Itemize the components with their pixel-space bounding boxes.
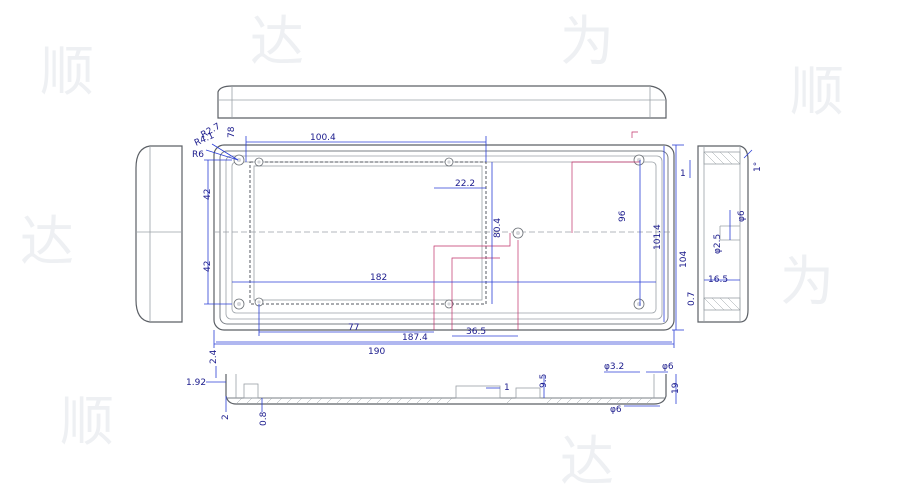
dim-101-4: 101.4 xyxy=(653,224,663,250)
bottom-section-view: 2.4 1.92 2 0.8 1 9.5 φ3.2 φ6 19 φ6 xyxy=(186,349,681,426)
watermark-char: 达 xyxy=(20,210,74,273)
dim-bottom-2: 2 xyxy=(221,414,231,420)
watermark: 顺 达 为 顺 达 为 顺 达 xyxy=(20,10,844,493)
dim-bottom-1-92: 1.92 xyxy=(186,378,206,388)
dim-bottom-phi6-bottom: φ6 xyxy=(610,405,622,415)
dim-side-16-5: 16.5 xyxy=(708,275,728,285)
watermark-char: 顺 xyxy=(60,390,114,453)
dim-side-1: 1 xyxy=(680,169,686,179)
dim-187-4: 187.4 xyxy=(402,333,428,343)
dim-bottom-2-4: 2.4 xyxy=(209,349,219,364)
dim-104: 104 xyxy=(679,251,689,268)
dim-190: 190 xyxy=(368,347,385,357)
watermark-char: 顺 xyxy=(40,40,94,103)
dim-side-phi2-5: φ2.5 xyxy=(713,234,723,254)
dim-bottom-0-8: 0.8 xyxy=(259,411,269,426)
dim-77: 77 xyxy=(348,323,359,333)
plan-view xyxy=(213,131,675,331)
dim-78: 78 xyxy=(227,126,237,138)
dim-side-angle: 1° xyxy=(753,162,763,172)
dim-r4-1: R4.1 xyxy=(193,131,216,149)
dim-side-phi6: φ6 xyxy=(737,210,747,222)
dim-96: 96 xyxy=(618,210,628,222)
left-end-view xyxy=(135,145,183,323)
right-section-view: 1 1° φ6 φ2.5 16.5 0.7 xyxy=(680,145,763,323)
plan-dimensions: 100.4 22.2 80.4 96 101.4 104 42 42 182 7… xyxy=(192,122,689,357)
dim-182: 182 xyxy=(370,273,387,283)
watermark-char: 为 xyxy=(560,10,614,73)
dim-42-bottom: 42 xyxy=(203,261,213,272)
dim-22-2: 22.2 xyxy=(455,179,475,189)
dim-36-5: 36.5 xyxy=(466,327,486,337)
dim-bottom-9-5: 9.5 xyxy=(539,374,549,388)
watermark-char: 顺 xyxy=(790,60,844,123)
dim-bottom-1: 1 xyxy=(504,383,510,393)
dim-r6: R6 xyxy=(192,150,204,160)
top-elevation-view xyxy=(217,85,667,119)
screw-holes xyxy=(233,154,645,310)
dim-42-top: 42 xyxy=(203,189,213,200)
dim-80-4: 80.4 xyxy=(493,218,503,238)
dim-bottom-phi6-top: φ6 xyxy=(662,362,674,372)
dim-bottom-19: 19 xyxy=(671,382,681,394)
bottom-hatch xyxy=(235,397,653,405)
watermark-char: 达 xyxy=(250,10,304,73)
watermark-char: 达 xyxy=(560,430,614,493)
dim-100-4: 100.4 xyxy=(310,133,336,143)
dim-side-0-7: 0.7 xyxy=(687,292,697,306)
dim-bottom-phi3-2: φ3.2 xyxy=(604,362,624,372)
watermark-char: 为 xyxy=(780,250,834,313)
